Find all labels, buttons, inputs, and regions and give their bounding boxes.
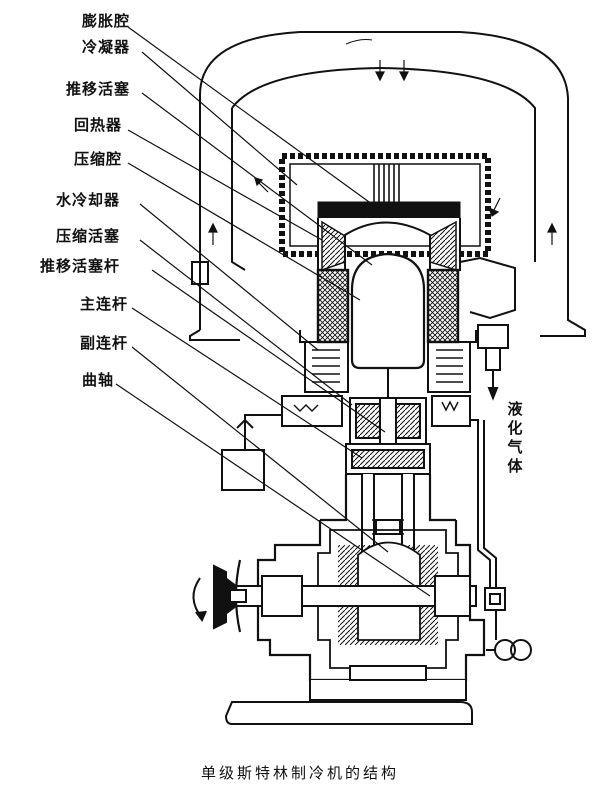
right-piping <box>470 419 532 661</box>
flywheel <box>192 564 227 630</box>
figure-caption: 单级斯特林制冷机的结构 <box>200 764 399 782</box>
label-displacer-piston: 推移活塞 <box>66 80 131 98</box>
flow-arrows <box>208 39 557 245</box>
displacer-piston <box>350 252 426 440</box>
base-plate <box>224 665 473 725</box>
compression-piston <box>281 395 471 445</box>
label-regenerator: 回热器 <box>74 116 123 134</box>
expansion-head <box>317 201 461 272</box>
label-main-connecting-rod: 主连杆 <box>80 295 129 313</box>
regenerator <box>316 268 460 344</box>
label-displacer-rod: 推移活塞杆 <box>40 257 121 275</box>
label-expansion-chamber: 膨胀腔 <box>82 12 131 30</box>
label-condenser: 冷凝器 <box>82 38 131 56</box>
label-liquefied-gas: 液化气体 <box>507 400 523 475</box>
label-auxiliary-connecting-rod: 副连杆 <box>80 334 129 352</box>
label-compression-piston: 压缩活塞 <box>56 227 121 245</box>
liquid-outlet <box>459 256 516 401</box>
label-crankshaft: 曲轴 <box>82 371 115 389</box>
leader-lines <box>115 26 431 597</box>
label-compression-chamber: 压缩腔 <box>74 150 123 168</box>
crankshaft <box>227 559 477 633</box>
label-water-cooler: 水冷却器 <box>56 191 121 209</box>
